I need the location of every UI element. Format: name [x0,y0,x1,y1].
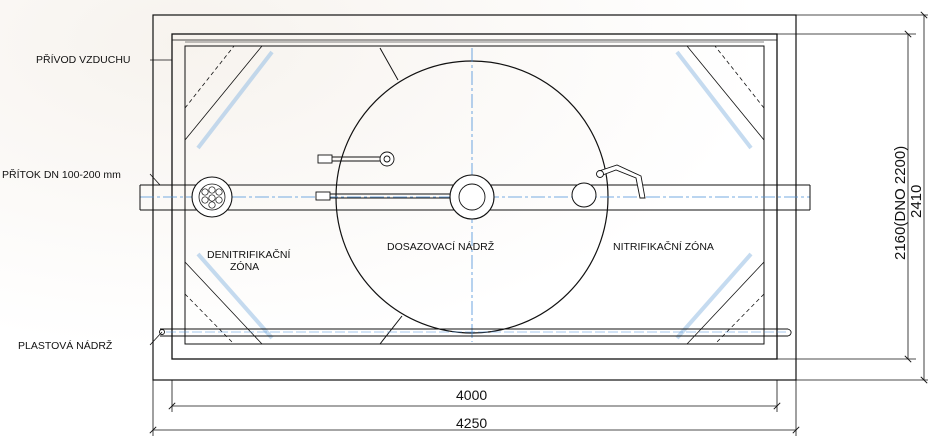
label-air-supply: PŘÍVOD VZDUCHU [36,53,131,66]
bottom-pipe [159,328,792,337]
outer-pit [152,14,797,381]
dim-inner-height: 2160(DNO 2200) [892,146,909,260]
label-settling-tank: DOSAZOVACÍ NÁDRŽ [387,240,495,253]
circle-bracket-top [379,47,399,81]
air-pipe-lower [315,191,450,201]
circle-bracket-bottom [379,315,403,345]
label-denitrification-zone-2: ZÓNA [230,260,259,273]
pipe-fitting-circle [571,182,597,208]
dim-outer-width: 4250 [456,415,487,431]
nitrification-pipe [596,164,646,199]
air-pipe-upper [317,151,395,167]
dimension-lines-horizontal [149,380,800,436]
corner-struts [184,45,765,345]
tank-inner-wall [184,45,765,345]
leader-lines [149,59,172,346]
label-inflow: PŘÍTOK DN 100-200 mm [2,168,121,181]
central-well-inner [458,183,486,211]
central-well-outer [449,174,495,220]
dim-inner-width: 4000 [456,387,487,403]
inflow-filter-icon [191,176,233,218]
label-denitrification-zone-1: DENITRIFIKAČNÍ [207,248,291,261]
tank-outer-wall [171,33,778,360]
dimension-lines-vertical [777,11,928,384]
dim-outer-height: 2410 [908,185,925,218]
label-nitrification-zone: NITRIFIKAČNÍ ZÓNA [613,240,714,253]
label-plastic-tank: PLASTOVÁ NÁDRŽ [18,339,113,352]
